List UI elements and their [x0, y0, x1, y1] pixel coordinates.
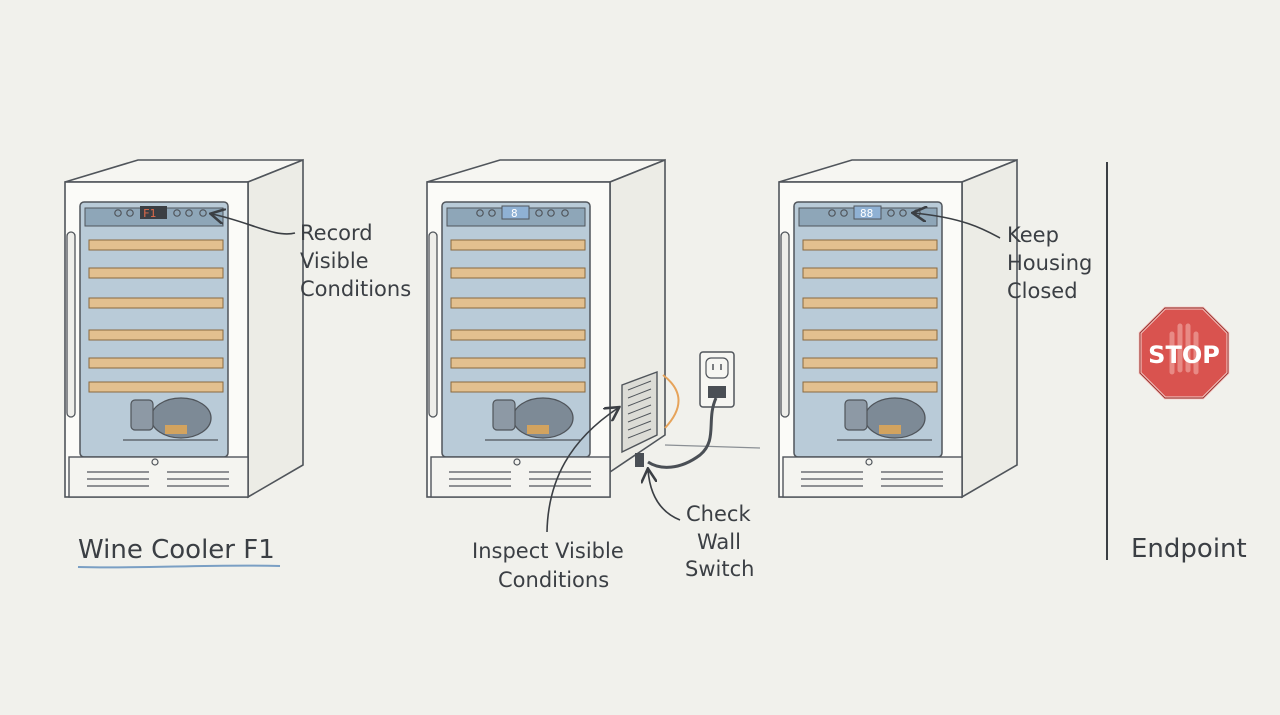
arrow-check: [648, 470, 681, 521]
label-inspect-line-1: Inspect Visible: [472, 539, 624, 563]
wine-cooler-2: 8: [426, 158, 680, 498]
title-underline: [77, 564, 281, 569]
arrow-keep: [914, 213, 1001, 239]
label-keep-line-3: Closed: [1007, 279, 1078, 303]
diagram-title: Wine Cooler F1: [78, 535, 275, 565]
display-readout: F1: [143, 207, 156, 220]
vent-grille: [621, 370, 658, 454]
endpoint-label: Endpoint: [1131, 534, 1247, 564]
display-readout: 8: [511, 207, 518, 220]
label-record-line-3: Conditions: [300, 277, 411, 301]
wall-outlet: [699, 351, 735, 408]
label-check-line-1: Check: [686, 502, 751, 526]
label-keep-line-1: Keep: [1007, 223, 1059, 247]
wine-cooler-3: 88: [778, 158, 1018, 499]
arrow-inspect: [546, 408, 618, 533]
label-record-line-1: Record: [300, 221, 373, 245]
label-inspect-line-2: Conditions: [498, 568, 609, 592]
power-switch: [635, 453, 644, 467]
label-keep-line-2: Housing: [1007, 251, 1092, 275]
display-readout: 88: [860, 207, 873, 220]
label-check-line-2: Wall: [697, 530, 741, 554]
label-record-line-2: Visible: [300, 249, 369, 273]
arrow-record: [212, 214, 296, 235]
power-cord: [647, 397, 718, 469]
label-check-line-3: Switch: [685, 557, 754, 581]
wine-cooler-1: F1: [64, 158, 304, 499]
stop-sign-text: STOP: [1148, 341, 1220, 369]
stop-sign-icon: STOP: [1138, 306, 1230, 400]
